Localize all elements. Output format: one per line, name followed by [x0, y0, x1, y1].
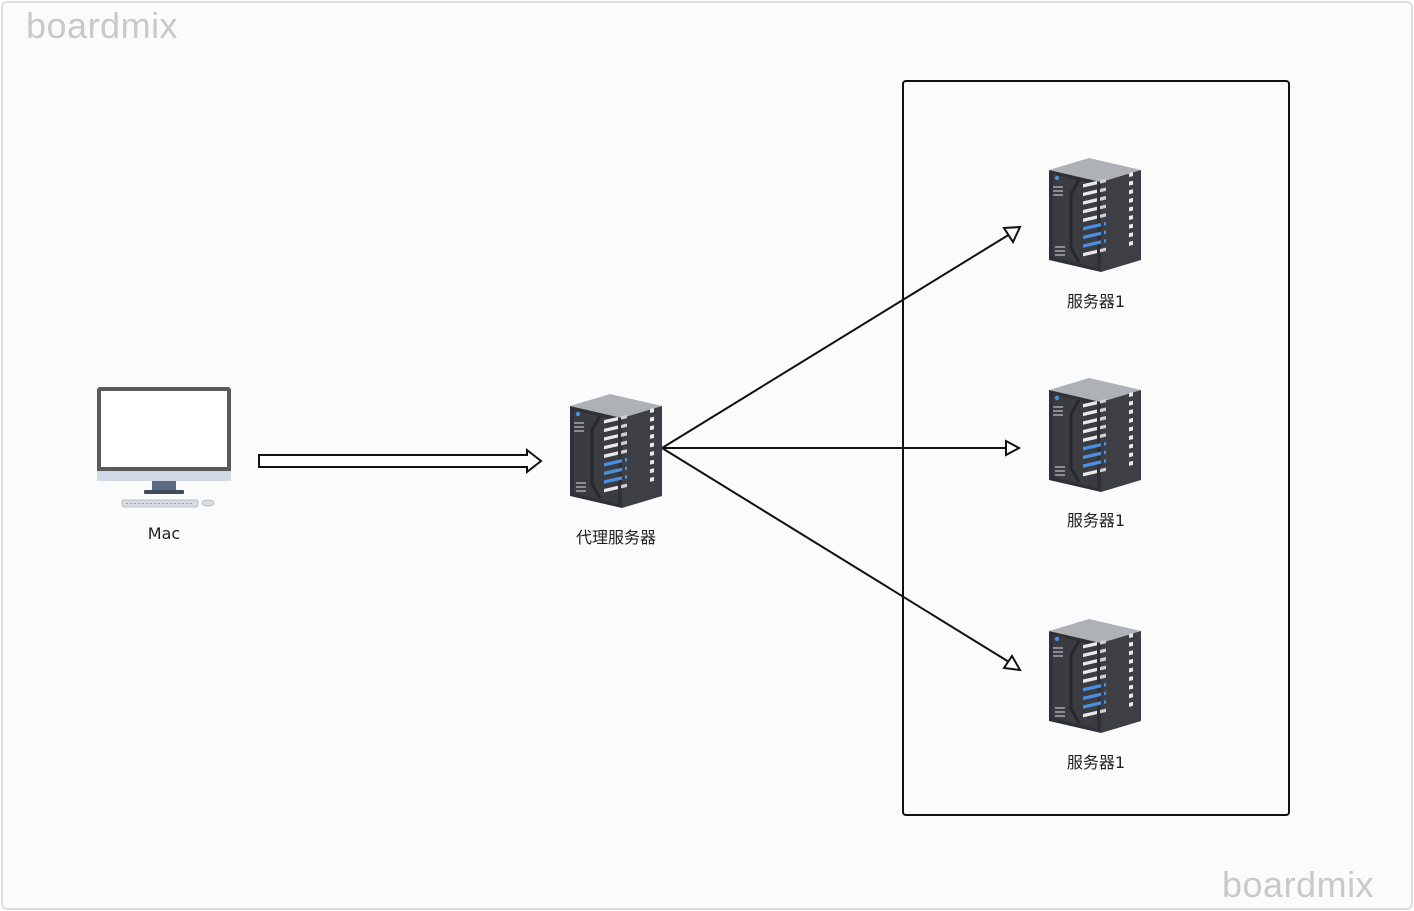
server-2-icon[interactable]	[1049, 370, 1141, 498]
proxy-server-icon[interactable]	[570, 386, 662, 514]
server-tower-icon	[1049, 158, 1141, 272]
server-tower-icon	[570, 394, 662, 508]
server-1-icon[interactable]	[1049, 150, 1141, 278]
server-1-label: 服务器1	[1066, 292, 1126, 311]
proxy-to-server-3-arrowhead	[1002, 654, 1022, 672]
server-2-label: 服务器1	[1066, 511, 1126, 530]
server-3-label: 服务器1	[1066, 753, 1126, 772]
server-tower-icon	[1049, 619, 1141, 733]
proxy-to-server-3-line[interactable]	[661, 447, 1010, 663]
proxy-to-server-2-arrowhead	[1005, 439, 1022, 457]
client-to-proxy-arrow[interactable]	[258, 447, 543, 475]
proxy-label: 代理服务器	[575, 528, 656, 547]
client-label: Mac	[147, 524, 181, 543]
proxy-to-server-1-line[interactable]	[661, 233, 1011, 449]
server-tower-icon	[1049, 378, 1141, 492]
watermark-bottom: boardmix	[1222, 864, 1375, 905]
watermark-top: boardmix	[26, 5, 179, 46]
proxy-to-server-1-arrowhead	[1002, 225, 1022, 245]
server-3-icon[interactable]	[1049, 611, 1141, 739]
desktop-computer-icon[interactable]	[96, 386, 232, 510]
